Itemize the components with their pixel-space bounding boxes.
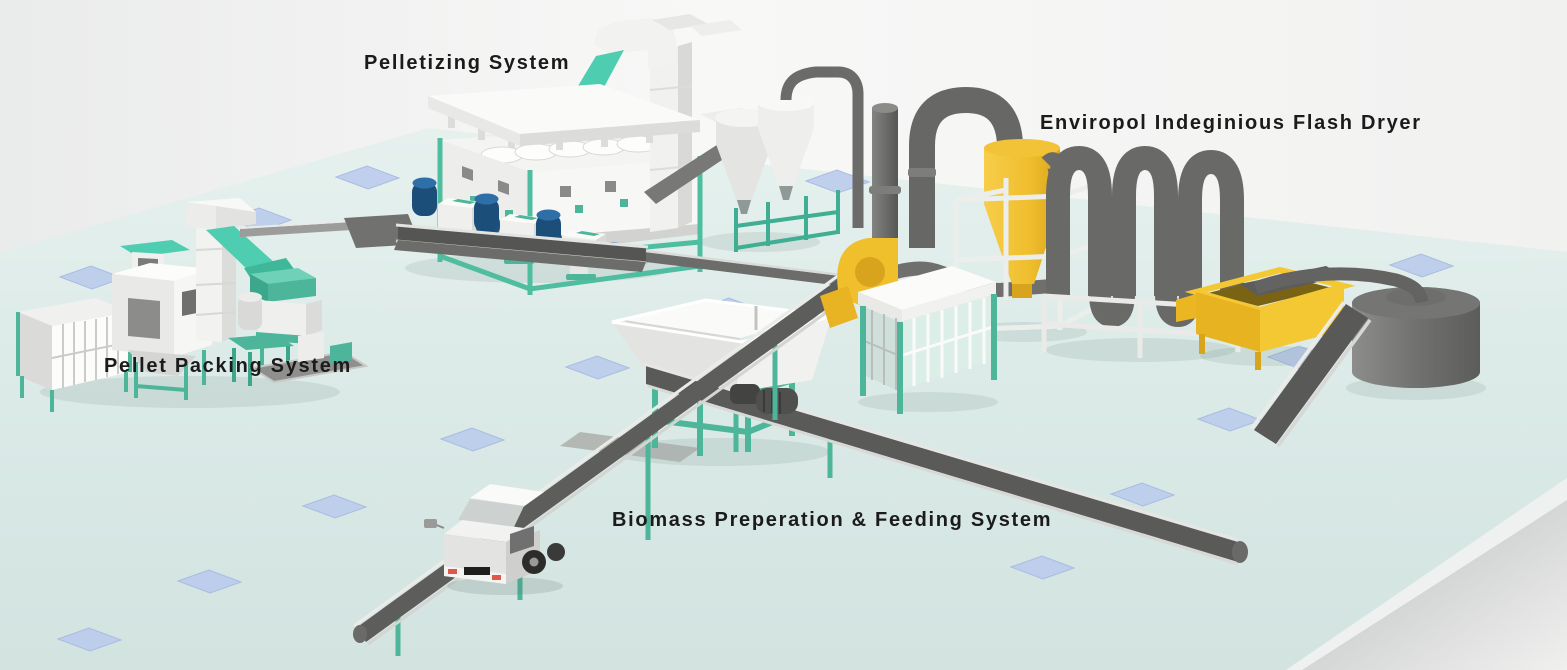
pelletizing-canopy (428, 84, 700, 150)
pelletizing-system (344, 14, 859, 295)
truck (424, 484, 565, 595)
fan-riser-pipe (872, 108, 898, 250)
discharge-ramp-conveyor (1250, 300, 1372, 448)
cyclone-separators (700, 66, 864, 252)
packing-bag-table (228, 292, 294, 386)
label-flash-dryer: Enviropol Indeginious Flash Dryer (1040, 112, 1422, 134)
furnace-tank (1253, 267, 1480, 388)
label-pellet-packing-system: Pellet Packing System (104, 355, 353, 377)
pellet-packing-system (16, 198, 369, 412)
dryer-arch-pipe (909, 86, 1023, 248)
pelletizing-ground-conveyor (394, 223, 859, 288)
packing-crate-rack (16, 298, 132, 412)
cyclone-stand (734, 190, 840, 252)
cooling-box (858, 266, 997, 414)
packing-outfeed-platform (249, 332, 369, 384)
cyclone-exhaust-pipe (780, 66, 864, 228)
elevator-discharge-chute (206, 226, 276, 270)
floor-side-face (1302, 500, 1567, 670)
tank-feed-pipe (1253, 267, 1429, 304)
cooling-box-legs (860, 294, 997, 414)
floor-edge-highlight (1286, 478, 1567, 670)
label-pelletizing-system: Pelletizing System (364, 52, 571, 74)
label-biomass-feeding-system: Biomass Preperation & Feeding System (612, 509, 1053, 531)
transfer-beam (240, 222, 352, 237)
